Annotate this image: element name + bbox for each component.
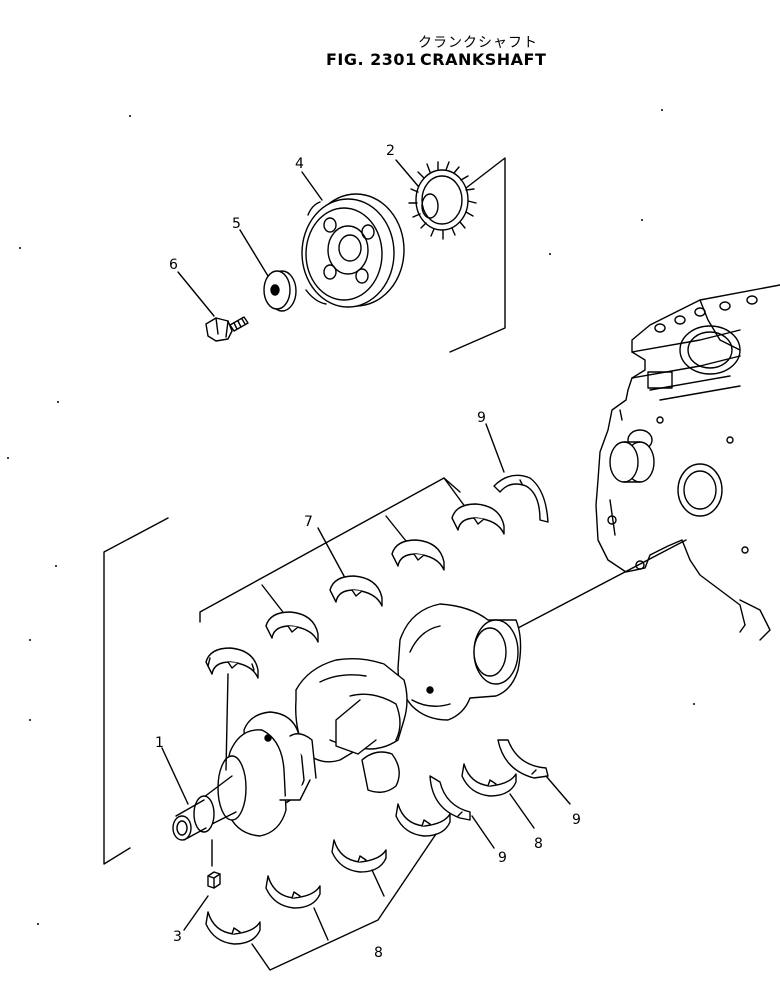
bolt-part	[205, 316, 249, 342]
figure-number: FIG. 2301	[326, 50, 417, 69]
thrust-washer-mid	[429, 775, 471, 821]
figure-title: CRANKSHAFT	[420, 50, 547, 69]
callout-9-top: 9	[477, 410, 486, 426]
dowel-pin-part	[207, 871, 221, 889]
leader-1	[161, 747, 189, 805]
scan-specks	[7, 109, 695, 925]
top-leaders	[177, 159, 419, 317]
callout-labels: 1 2 3 4 5 6 7 8 8 9 9 9	[155, 143, 581, 961]
callout-7: 7	[304, 514, 313, 530]
crankshaft-part	[172, 603, 522, 841]
thrust-washer-right	[497, 739, 549, 779]
leader-9-top	[485, 423, 505, 473]
gear-part	[408, 161, 477, 240]
japanese-title: クランクシャフト	[418, 35, 538, 51]
left-bracket	[103, 517, 169, 865]
lower-bearing-shells	[205, 763, 517, 945]
callout-9-mid: 9	[498, 850, 507, 866]
bearing-drop-line	[225, 673, 229, 771]
axis-line	[517, 539, 687, 629]
pulley-part	[301, 193, 405, 308]
callout-1: 1	[155, 735, 164, 751]
lower-bearing-bracket	[251, 775, 571, 971]
callout-3: 3	[173, 929, 182, 945]
gear-bracket	[449, 157, 506, 353]
callout-5: 5	[232, 216, 241, 232]
callout-6: 6	[169, 257, 178, 273]
callout-9-right: 9	[572, 812, 581, 828]
engine-block	[595, 284, 780, 641]
callout-8-right: 8	[534, 836, 543, 852]
callout-2: 2	[386, 143, 395, 159]
upper-bearing-shells	[205, 503, 505, 679]
callout-4: 4	[295, 156, 304, 172]
leader-3	[183, 895, 209, 931]
leader-7	[317, 527, 345, 577]
callout-8-bottom: 8	[374, 945, 383, 961]
washer-part	[263, 270, 297, 312]
thrust-washer-top	[493, 474, 549, 523]
